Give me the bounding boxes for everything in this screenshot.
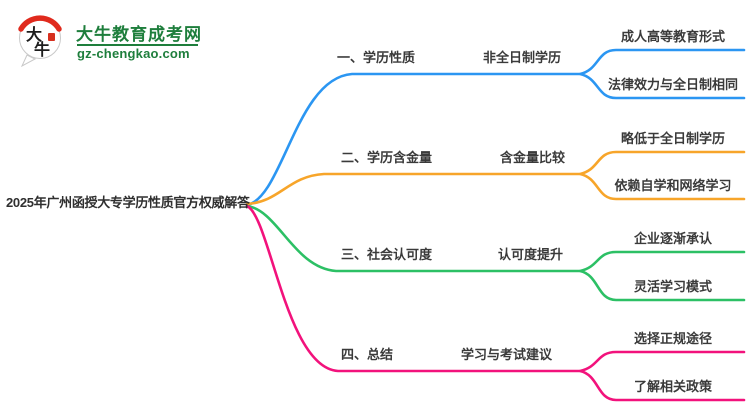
branch3-child1: 企业逐渐承认 — [633, 231, 712, 246]
site-url: gz-chengkao.com — [77, 46, 190, 61]
branch3-label: 三、社会认可度 — [341, 247, 433, 262]
branch4-topic: 学习与考试建议 — [461, 347, 553, 362]
branch1-child2: 法律效力与全日制相同 — [607, 77, 738, 92]
branch4-child1: 选择正规途径 — [633, 331, 712, 346]
svg-text:牛: 牛 — [34, 40, 50, 59]
branch2-topic: 含金量比较 — [500, 150, 566, 165]
branch3-child2: 灵活学习模式 — [633, 279, 712, 294]
branch1-topic: 非全日制学历 — [483, 50, 562, 65]
svg-text:大: 大 — [26, 25, 42, 44]
branch2-child2: 依赖自学和网络学习 — [614, 178, 732, 193]
branch2-label: 二、学历含金量 — [341, 150, 433, 165]
site-logo[interactable]: 大 牛 大牛教育成考网 gz-chengkao.com — [14, 8, 214, 68]
branch1-label: 一、学历性质 — [337, 50, 416, 65]
branch2-child1: 略低于全日制学历 — [620, 131, 725, 146]
branch3-topic: 认可度提升 — [498, 247, 564, 262]
logo-bull-icon: 大 牛 — [18, 15, 62, 68]
logo-divider — [77, 44, 198, 46]
branch1-child1: 成人高等教育形式 — [620, 29, 725, 44]
branch4-label: 四、总结 — [341, 347, 394, 362]
central-topic: 2025年广州函授大专学历性质官方权威解答 — [6, 195, 250, 210]
site-name: 大牛教育成考网 — [76, 25, 202, 44]
branch4-child2: 了解相关政策 — [633, 379, 712, 394]
